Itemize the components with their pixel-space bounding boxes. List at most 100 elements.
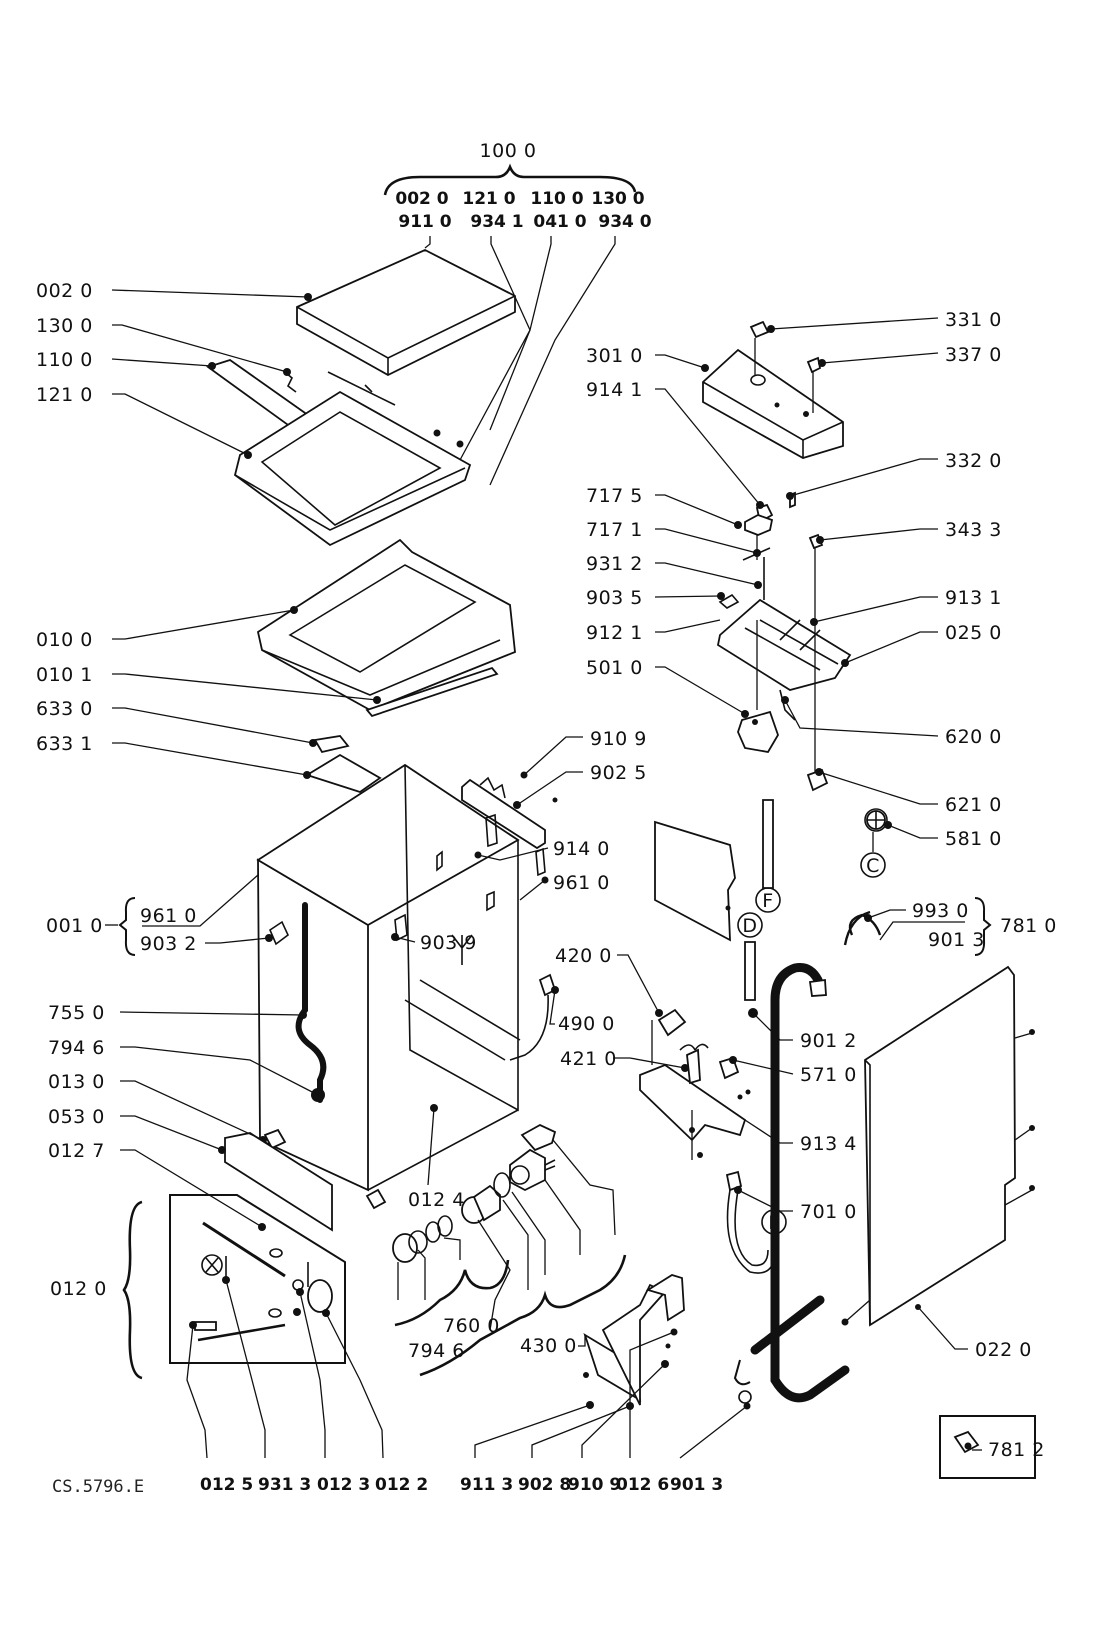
label-301-0: 301 0: [586, 345, 643, 367]
label-760-0: 760 0: [443, 1315, 500, 1337]
label-931-2: 931 2: [586, 553, 643, 575]
label-490-0: 490 0: [558, 1013, 615, 1035]
label-421-0: 421 0: [560, 1048, 617, 1070]
label-903-9: 903 9: [420, 932, 477, 954]
label-910-9-top: 910 9: [590, 728, 647, 750]
label-993-0: 993 0: [912, 900, 969, 922]
label-053-0: 053 0: [48, 1106, 105, 1128]
label-331-0: 331 0: [945, 309, 1002, 331]
label-012-5: 012 5: [200, 1475, 253, 1495]
label-901-3-hose: 901 3: [928, 929, 985, 951]
center-callouts: 910 9 902 5 914 0 961 0 903 9 420 0 490 …: [394, 728, 686, 1070]
drain-hose-part: [733, 910, 882, 1410]
label-571-0: 571 0: [800, 1064, 857, 1086]
label-914-0: 914 0: [553, 838, 610, 860]
label-794-6: 794 6: [48, 1037, 105, 1059]
label-912-1: 912 1: [586, 622, 643, 644]
label-633-0: 633 0: [36, 698, 93, 720]
label-717-5: 717 5: [586, 485, 643, 507]
marker-f: F: [762, 890, 773, 912]
rear-bracket-part: [461, 771, 558, 884]
label-013-0: 013 0: [48, 1071, 105, 1093]
lid-part: [296, 249, 516, 377]
label-420-0: 420 0: [555, 945, 612, 967]
top-frame-part: [206, 359, 472, 547]
group-member: 002 0: [395, 189, 448, 209]
label-633-1: 633 1: [36, 733, 93, 755]
label-910-9: 910 9: [568, 1475, 621, 1495]
label-343-3: 343 3: [945, 519, 1002, 541]
pump-brace-upper: [394, 1259, 510, 1327]
label-902-8: 902 8: [518, 1475, 571, 1495]
top-assembly-brace: [383, 163, 637, 196]
label-012-7: 012 7: [48, 1140, 105, 1162]
plinth-brace: [122, 1200, 143, 1380]
side-panel-part: [841, 965, 1035, 1327]
bottom-callouts: CS.5796.E 012 5 931 3 012 3 012 2 911 3 …: [52, 1279, 748, 1497]
label-012-3: 012 3: [317, 1475, 370, 1495]
marker-d: D: [742, 915, 757, 937]
document-code: CS.5796.E: [52, 1477, 144, 1497]
label-022-0: 022 0: [975, 1339, 1032, 1361]
group-member: 110 0: [530, 189, 583, 209]
base-bracket-part: [583, 1274, 685, 1410]
label-911-3: 911 3: [460, 1475, 513, 1495]
label-903-2: 903 2: [140, 933, 197, 955]
inset-781-2: 781 2: [939, 1415, 1045, 1479]
top-assembly-group: 100 0 002 0 121 0 110 0 130 0 911 0 934 …: [383, 140, 652, 486]
label-781-0: 781 0: [1000, 915, 1057, 937]
label-620-0: 620 0: [945, 726, 1002, 748]
plinth-part: [122, 1132, 346, 1380]
label-914-1: 914 1: [586, 379, 643, 401]
label-130-0: 130 0: [36, 315, 93, 337]
label-012-4: 012 4: [408, 1189, 465, 1211]
motor-bracket-part: [509, 973, 751, 1160]
label-332-0: 332 0: [945, 450, 1002, 472]
label-903-5: 903 5: [586, 587, 643, 609]
group-member: 041 0: [533, 212, 586, 232]
label-002-0: 002 0: [36, 280, 93, 302]
switch-parts: [303, 735, 382, 793]
tub-top-part: [256, 538, 516, 718]
label-501-0: 501 0: [586, 657, 643, 679]
label-010-0: 010 0: [36, 629, 93, 651]
label-913-1: 913 1: [945, 587, 1002, 609]
label-010-1: 010 1: [36, 664, 93, 686]
label-337-0: 337 0: [945, 344, 1002, 366]
label-961-0: 961 0: [140, 905, 197, 927]
cabinet-body: [256, 763, 521, 1210]
label-901-2: 901 2: [800, 1030, 857, 1052]
label-781-2: 781 2: [988, 1439, 1045, 1461]
label-913-4: 913 4: [800, 1133, 857, 1155]
label-902-5: 902 5: [590, 762, 647, 784]
group-member: 934 1: [470, 212, 523, 232]
group-member: 911 0: [398, 212, 451, 232]
label-931-3: 931 3: [258, 1475, 311, 1495]
circle-markers: C F D F: [737, 799, 886, 1235]
label-012-2: 012 2: [375, 1475, 428, 1495]
plinth-detail-box: [169, 1194, 346, 1364]
pump-brace-lower: [419, 1254, 627, 1377]
label-110-0: 110 0: [36, 349, 93, 371]
label-961-0-rear: 961 0: [553, 872, 610, 894]
label-001-0: 001 0: [46, 915, 103, 937]
pump-assembly-part: [392, 1123, 627, 1377]
programmer-part: [716, 491, 892, 852]
group-member: 934 0: [598, 212, 651, 232]
left-callouts: 002 0 130 0 110 0 121 0 010 0 010 1 633 …: [36, 280, 378, 1300]
label-621-0: 621 0: [945, 794, 1002, 816]
label-012-6: 012 6: [616, 1475, 669, 1495]
control-panel-part: [701, 320, 844, 459]
label-430-0: 430 0: [520, 1335, 577, 1357]
label-581-0: 581 0: [945, 828, 1002, 850]
pump-callouts: 760 0 794 6 430 0 012 4: [408, 1107, 586, 1362]
label-901-3-bottom: 901 3: [670, 1475, 723, 1495]
label-025-0: 025 0: [945, 622, 1002, 644]
group-member: 121 0: [462, 189, 515, 209]
group-label-100-0: 100 0: [480, 140, 537, 162]
label-701-0: 701 0: [800, 1201, 857, 1223]
marker-c: C: [866, 855, 880, 877]
label-012-0: 012 0: [50, 1278, 107, 1300]
label-717-1: 717 1: [586, 519, 643, 541]
